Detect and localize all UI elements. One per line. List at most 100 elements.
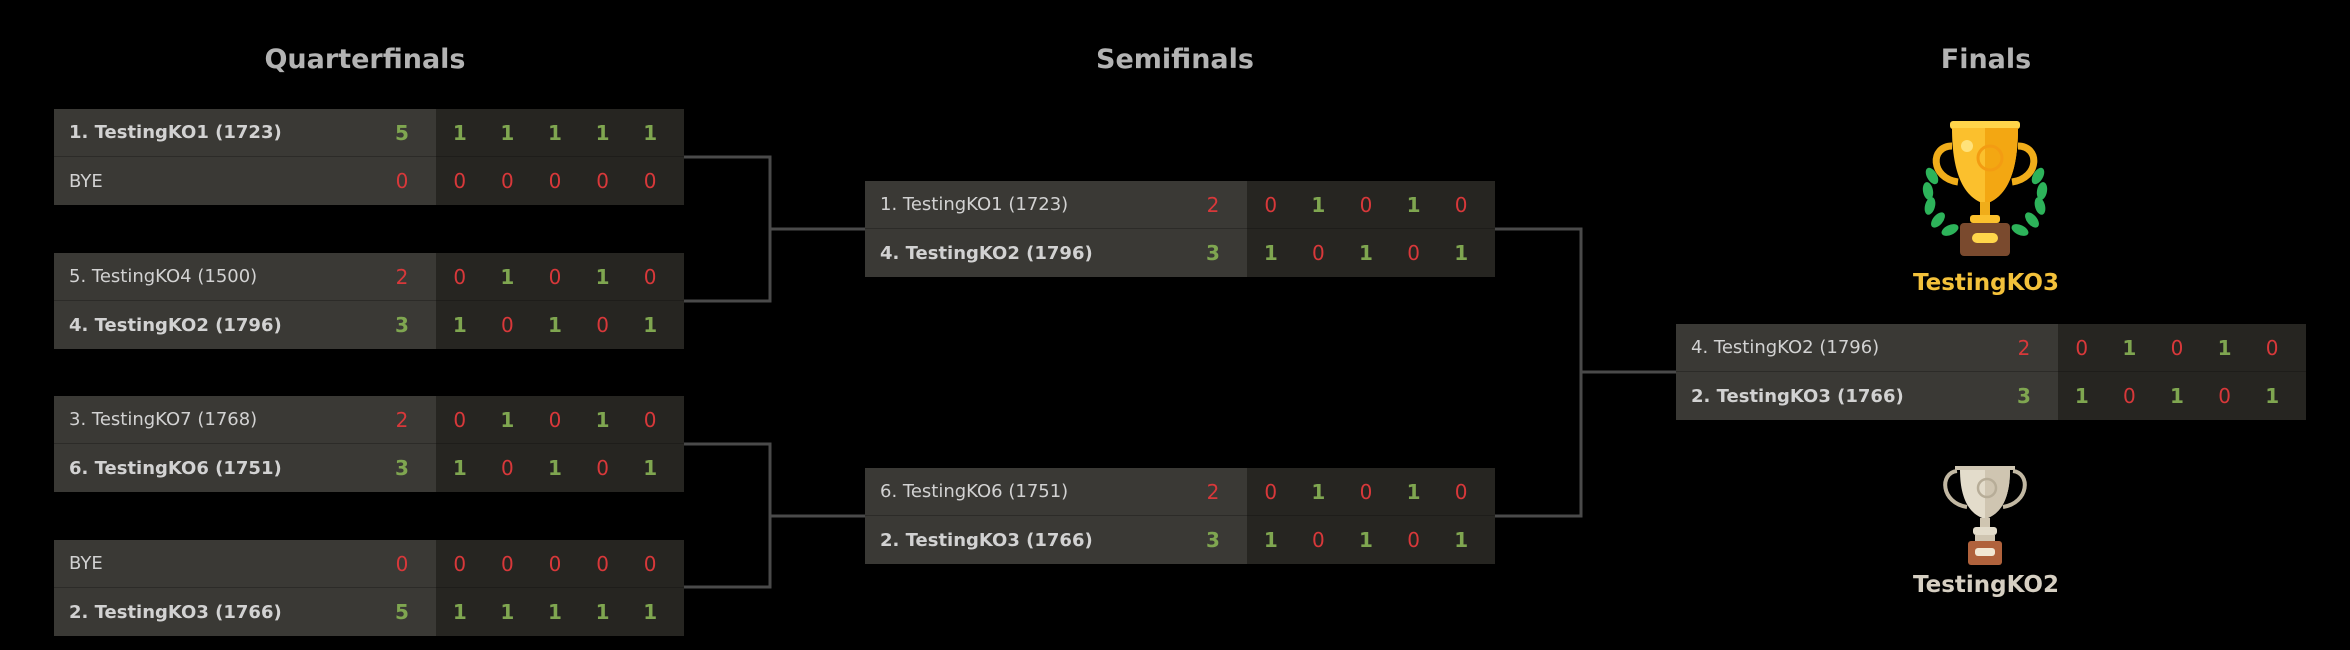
- game-result: 1: [1263, 241, 1278, 265]
- match-final[interactable]: 4. TestingKO2 (1796)2 0 1 0 1 0 2. TestingKO3 …: [1676, 324, 2306, 420]
- game-result: 0: [1407, 241, 1420, 265]
- game-result: 0: [548, 407, 562, 432]
- player-name: BYE: [69, 170, 103, 192]
- match-score: 2: [395, 407, 409, 432]
- game-results: 0 1 0 1 0: [2058, 324, 2306, 372]
- game-result: 0: [453, 264, 467, 289]
- game-result: 1: [2217, 335, 2232, 360]
- game-result: 1: [1311, 192, 1326, 217]
- match-score: 3: [395, 456, 409, 480]
- game-result: 0: [1264, 192, 1278, 217]
- game-result: 0: [643, 169, 657, 193]
- match-score: 5: [395, 600, 409, 624]
- game-result: 0: [2170, 335, 2184, 360]
- player-cell: 1. TestingKO1 (1723)2: [865, 181, 1247, 229]
- game-result: 0: [596, 551, 609, 576]
- game-result: 1: [500, 120, 515, 145]
- game-result: 1: [643, 600, 658, 624]
- game-result: 0: [453, 407, 467, 432]
- player-cell: 6. TestingKO6 (1751) 3: [54, 444, 436, 492]
- player-name: 1. TestingKO1 (1723): [880, 194, 1069, 215]
- game-result: 0: [501, 313, 514, 337]
- game-result: 1: [595, 264, 610, 289]
- player-name: 2. TestingKO3 (1766): [69, 601, 282, 623]
- game-result: 0: [643, 551, 657, 576]
- round-title-finals: Finals: [1940, 44, 2032, 75]
- player-name: 3. TestingKO7 (1768): [69, 409, 258, 430]
- game-result: 1: [1406, 479, 1421, 504]
- game-result: 0: [596, 169, 609, 193]
- player-cell: BYE 0: [54, 157, 436, 205]
- game-result: 0: [643, 264, 657, 289]
- player-name: 2. TestingKO3 (1766): [1691, 385, 1904, 407]
- game-result: 0: [453, 169, 467, 193]
- game-result: 1: [643, 456, 658, 480]
- player-name: 6. TestingKO6 (1751): [880, 481, 1069, 502]
- player-name: 4. TestingKO2 (1796): [1691, 337, 1880, 358]
- game-result: 1: [595, 600, 610, 624]
- game-result: 0: [1454, 192, 1468, 217]
- game-result: 0: [2265, 335, 2279, 360]
- game-result: 0: [501, 169, 514, 193]
- match-score: 0: [395, 551, 409, 576]
- game-result: 1: [500, 264, 515, 289]
- player-cell: 6. TestingKO6 (1751)2: [865, 468, 1247, 516]
- game-result: 1: [2122, 335, 2137, 360]
- game-result: 1: [1406, 192, 1421, 217]
- game-result: 0: [2075, 335, 2089, 360]
- game-result: 0: [1454, 479, 1468, 504]
- player-cell: 2. TestingKO3 (1766)3: [1676, 372, 2058, 420]
- game-result: 0: [1312, 528, 1325, 552]
- game-result: 1: [1359, 241, 1373, 265]
- game-result: 0: [548, 264, 562, 289]
- gold-trophy-icon: [1922, 121, 2048, 256]
- game-results: 0 1 0 1 0: [436, 253, 684, 301]
- player-row[interactable]: 4. TestingKO2 (1796)2 0 1 0 1 0: [1676, 324, 2306, 372]
- game-result: 1: [548, 600, 562, 624]
- player-cell: 4. TestingKO2 (1796)2: [1676, 324, 2058, 372]
- game-result: 1: [1454, 241, 1469, 265]
- game-result: 1: [452, 456, 467, 480]
- player-name: 6. TestingKO6 (1751): [69, 457, 282, 479]
- match-score: 5: [395, 120, 409, 145]
- player-name: 4. TestingKO2 (1796): [69, 314, 282, 336]
- match-score: 0: [395, 169, 409, 193]
- round-title-quarterfinals: Quarterfinals: [264, 44, 466, 75]
- game-result: 0: [1407, 528, 1420, 552]
- game-result: 1: [500, 600, 515, 624]
- game-result: 0: [1359, 479, 1373, 504]
- game-result: 1: [2265, 384, 2280, 408]
- game-result: 1: [595, 407, 610, 432]
- game-result: 0: [2123, 384, 2136, 408]
- game-result: 0: [453, 551, 467, 576]
- match-score: 3: [1206, 528, 1220, 552]
